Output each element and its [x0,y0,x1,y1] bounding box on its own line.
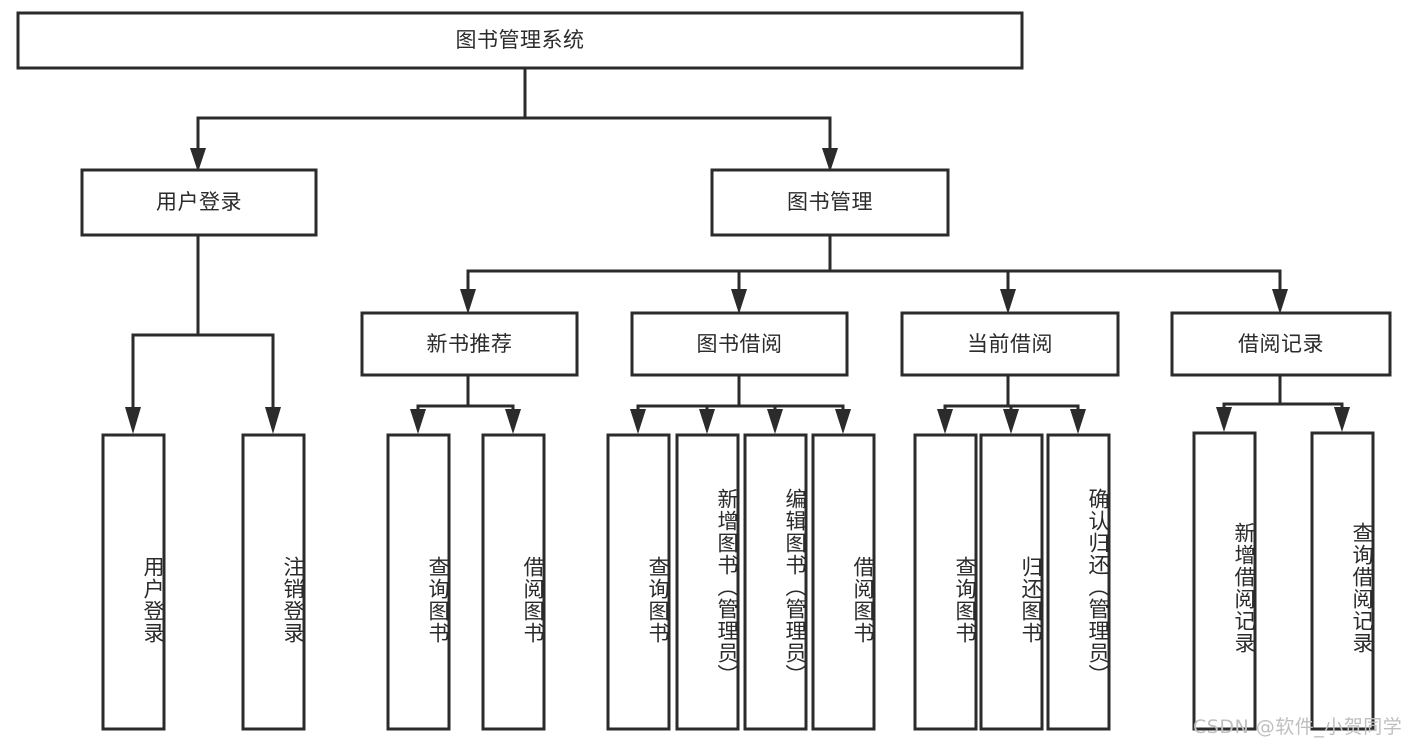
arrow-head-cb-leaf-1 [937,409,953,434]
arrow-head-bb-leaf-4 [835,409,851,434]
arrow-head-cb-leaf-2 [1003,409,1019,434]
arrow-head-bb-leaf-2 [699,409,715,434]
node-box-leaf-br-add-record[interactable] [1192,431,1257,731]
node-box-root[interactable] [16,11,1024,70]
node-box-leaf-bb-borrow-book[interactable] [811,433,876,731]
node-box-leaf-logout[interactable] [241,433,306,731]
node-box-leaf-bb-add-book[interactable] [675,433,740,731]
arrow-head-book-borrow [731,289,747,314]
node-box-leaf-cb-query-book[interactable] [913,433,978,731]
connector-layer [125,66,1350,434]
arrow-head-br-leaf-2 [1334,407,1350,432]
node-box-leaf-bb-query-book[interactable] [606,433,671,731]
arrow-head-user-login [190,148,206,172]
arrow-head-leaf-logout [265,407,281,434]
arrow-head-current-borrow [1000,289,1016,314]
node-box-current-borrow[interactable] [900,311,1120,377]
node-box-leaf-user-login[interactable] [101,433,166,731]
arrow-head-leaf-user-login [125,407,141,434]
arrow-head-cb-leaf-3 [1070,409,1086,434]
node-box-book-manage[interactable] [710,168,950,237]
node-box-leaf-cb-confirm-return[interactable] [1046,433,1111,731]
arrow-head-nb-leaf-1 [410,409,426,434]
node-box-leaf-nb-borrow-book[interactable] [481,433,546,731]
node-box-user-login[interactable] [80,168,318,237]
node-box-leaf-cb-return-book[interactable] [979,433,1044,731]
node-box-layer [16,11,1392,731]
node-box-book-borrow[interactable] [630,311,849,377]
arrow-head-new-book [460,289,476,314]
node-box-new-book-recommend[interactable] [360,311,579,377]
arrow-head-bb-leaf-1 [630,409,646,434]
node-box-leaf-br-query-record[interactable] [1310,431,1375,731]
node-box-leaf-bb-edit-book[interactable] [743,433,808,731]
node-box-borrow-record[interactable] [1170,311,1392,377]
arrow-head-borrow-record [1272,289,1288,314]
node-box-leaf-nb-query-book[interactable] [386,433,451,731]
arrow-head-nb-leaf-2 [505,409,521,434]
arrow-head-bb-leaf-3 [767,409,783,434]
arrow-head-br-leaf-1 [1216,407,1232,432]
arrow-head-book-manage [822,148,838,172]
csdn-watermark: CSDN @软件_小贺同学 [1193,716,1403,738]
